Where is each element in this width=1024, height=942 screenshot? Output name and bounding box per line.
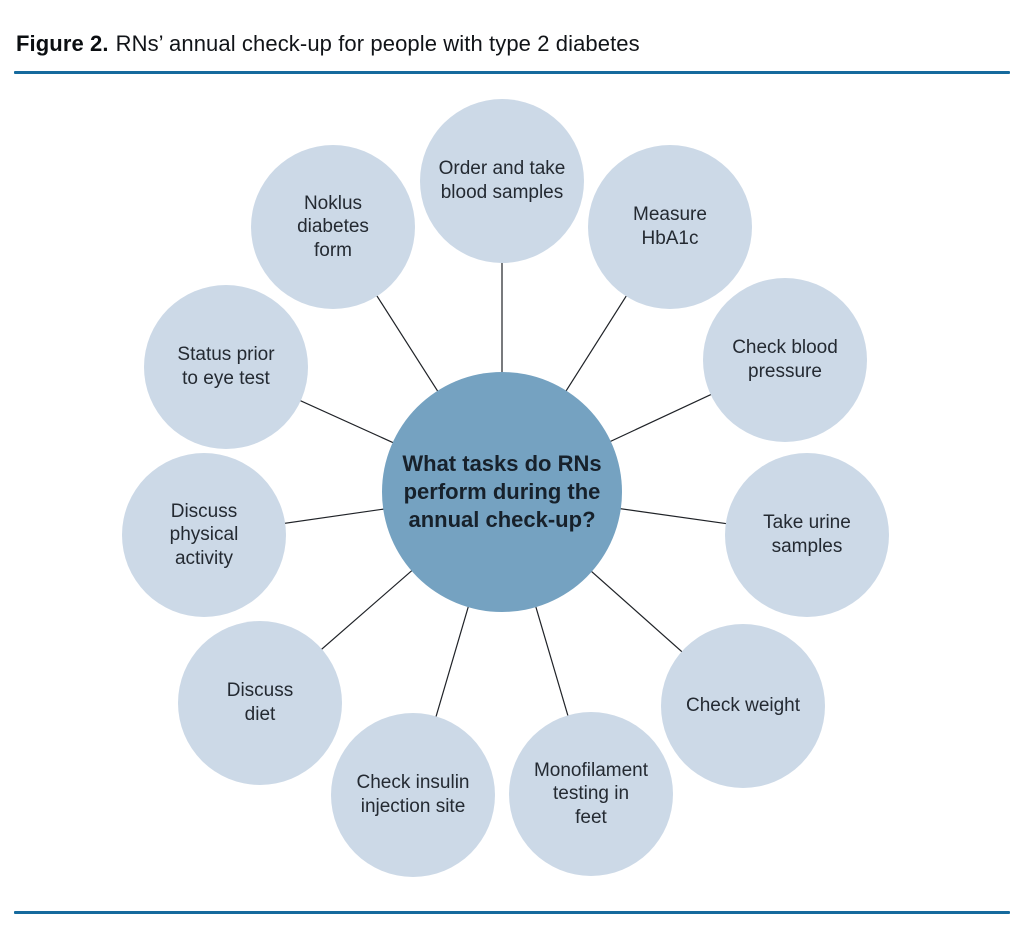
figure-title: Figure 2.RNs’ annual check-up for people… [16,31,640,57]
task-node-label: Discuss physical activity [169,500,239,569]
task-node: Measure HbA1c [588,145,752,309]
top-divider [14,71,1010,74]
task-node-label: Check weight [685,695,801,717]
task-node-label: Measure HbA1c [633,204,707,249]
task-node: Discuss physical activity [122,453,286,617]
task-node: Take urine samples [725,453,889,617]
task-node: Check blood pressure [703,278,867,442]
center-node: What tasks do RNs perform during the ann… [382,372,622,612]
center-node-text: What tasks do RNs perform during the ann… [402,451,602,532]
task-node: Check weight [661,624,825,788]
figure-label: Figure 2. [16,31,109,56]
task-node-label: Discuss diet [226,680,294,725]
task-node: Noklus diabetes form [251,145,415,309]
bottom-divider [14,911,1010,914]
figure-caption: RNs’ annual check-up for people with typ… [115,31,640,56]
task-node: Discuss diet [178,621,342,785]
task-node: Status prior to eye test [144,285,308,449]
task-node-label: Noklus diabetes form [297,192,369,261]
task-node-label: Monofilament testing in feet [533,759,649,828]
task-node: Check insulin injection site [331,713,495,877]
task-node-label: Check insulin injection site [356,772,470,817]
task-node-label: Status prior to eye test [177,344,275,389]
task-node: Order and take blood samples [420,99,584,263]
task-node-label: Check blood pressure [732,337,838,382]
task-node-label: Take urine samples [763,512,851,557]
task-node-label: Order and take blood samples [438,158,566,203]
task-node: Monofilament testing in feet [509,712,673,876]
